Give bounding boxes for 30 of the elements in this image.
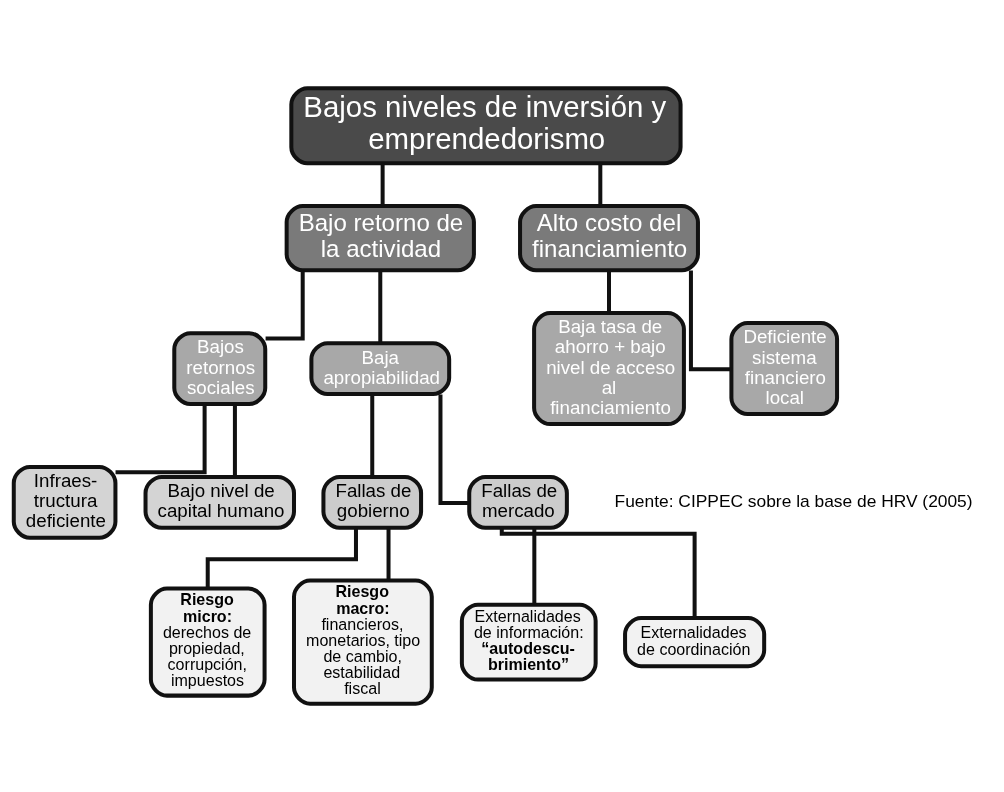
connector	[232, 404, 237, 477]
connector	[532, 528, 537, 605]
node-box: Fallas de gobierno	[321, 474, 424, 530]
node-box: Riesgo macro: financieros, monetarios, tipo de cambio, estabilidad fiscal	[292, 578, 434, 706]
node-box: Externalidades de coordinación	[623, 616, 767, 669]
node-box: Deficiente sistema financiero local	[729, 321, 840, 417]
node-box: Alto costo del financiamiento	[518, 204, 700, 273]
connector	[378, 270, 383, 343]
label: Fuente: CIPPEC sobre la base de HRV (2005)	[614, 490, 973, 511]
node-box: Baja tasa de ahorro + bajo nivel de acceso al financiamiento	[532, 311, 686, 427]
node-box: Externalidades de información: “autodescu-brimiento”	[459, 602, 598, 682]
node-box: Bajo retorno de la actividad	[284, 204, 476, 273]
connector	[598, 163, 603, 206]
node-box: Infraes-tructura deficiente	[11, 464, 118, 540]
node-box: Fallas de mercado	[467, 474, 569, 530]
connector	[370, 394, 375, 477]
connector	[607, 270, 611, 313]
connector	[499, 528, 697, 618]
connector	[386, 528, 391, 581]
node-box: Baja apropiabilidad	[309, 341, 452, 396]
node-box: Riesgo micro: derechos de propiedad, corrupción, impuestos	[148, 586, 267, 698]
connector	[115, 404, 207, 475]
connector	[205, 528, 358, 589]
connector	[688, 270, 732, 372]
connector	[380, 163, 385, 206]
connector	[265, 270, 305, 341]
connector	[438, 394, 469, 505]
node-box: Bajos niveles de inversión y emprendedorismo	[289, 86, 683, 166]
node-box: Bajos retornos sociales	[172, 331, 268, 407]
node-box: Bajo nivel de capital humano	[143, 474, 296, 530]
